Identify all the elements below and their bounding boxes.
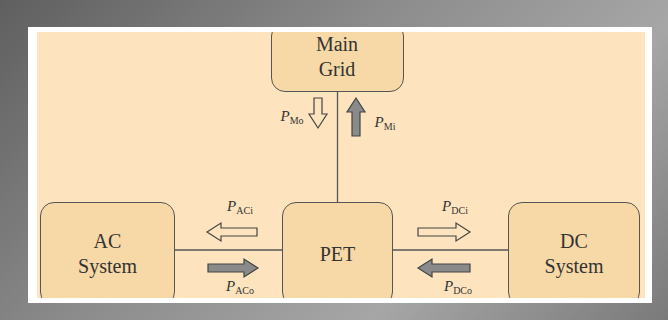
filled-arrow (418, 259, 470, 277)
hollow-arrow (207, 223, 257, 241)
process-box: PET (282, 202, 393, 298)
power-symbol: PMo (280, 107, 303, 130)
process-box: AC System (40, 202, 175, 298)
power-symbol: PMi (375, 113, 396, 136)
connection-line (393, 249, 508, 250)
box-label: AC System (73, 229, 143, 279)
box-label: PET (320, 242, 356, 267)
power-symbol: PDCo (444, 277, 472, 299)
connection-line (337, 92, 338, 202)
hollow-arrow (418, 223, 470, 241)
filled-arrow (208, 259, 258, 277)
diagram-panel: Main Grid AC System PET DC System PMo PMiPACi… (37, 32, 645, 298)
box-label: DC System (539, 229, 609, 279)
box-label: Main Grid (307, 32, 367, 82)
filled-arrow (347, 98, 365, 136)
power-symbol: PACo (226, 277, 254, 299)
connection-line (175, 249, 282, 250)
process-box: DC System (508, 202, 640, 298)
power-symbol: PACi (227, 197, 253, 220)
hollow-arrow (309, 98, 327, 128)
process-box: Main Grid (271, 32, 404, 92)
power-symbol: PDCi (442, 197, 468, 220)
